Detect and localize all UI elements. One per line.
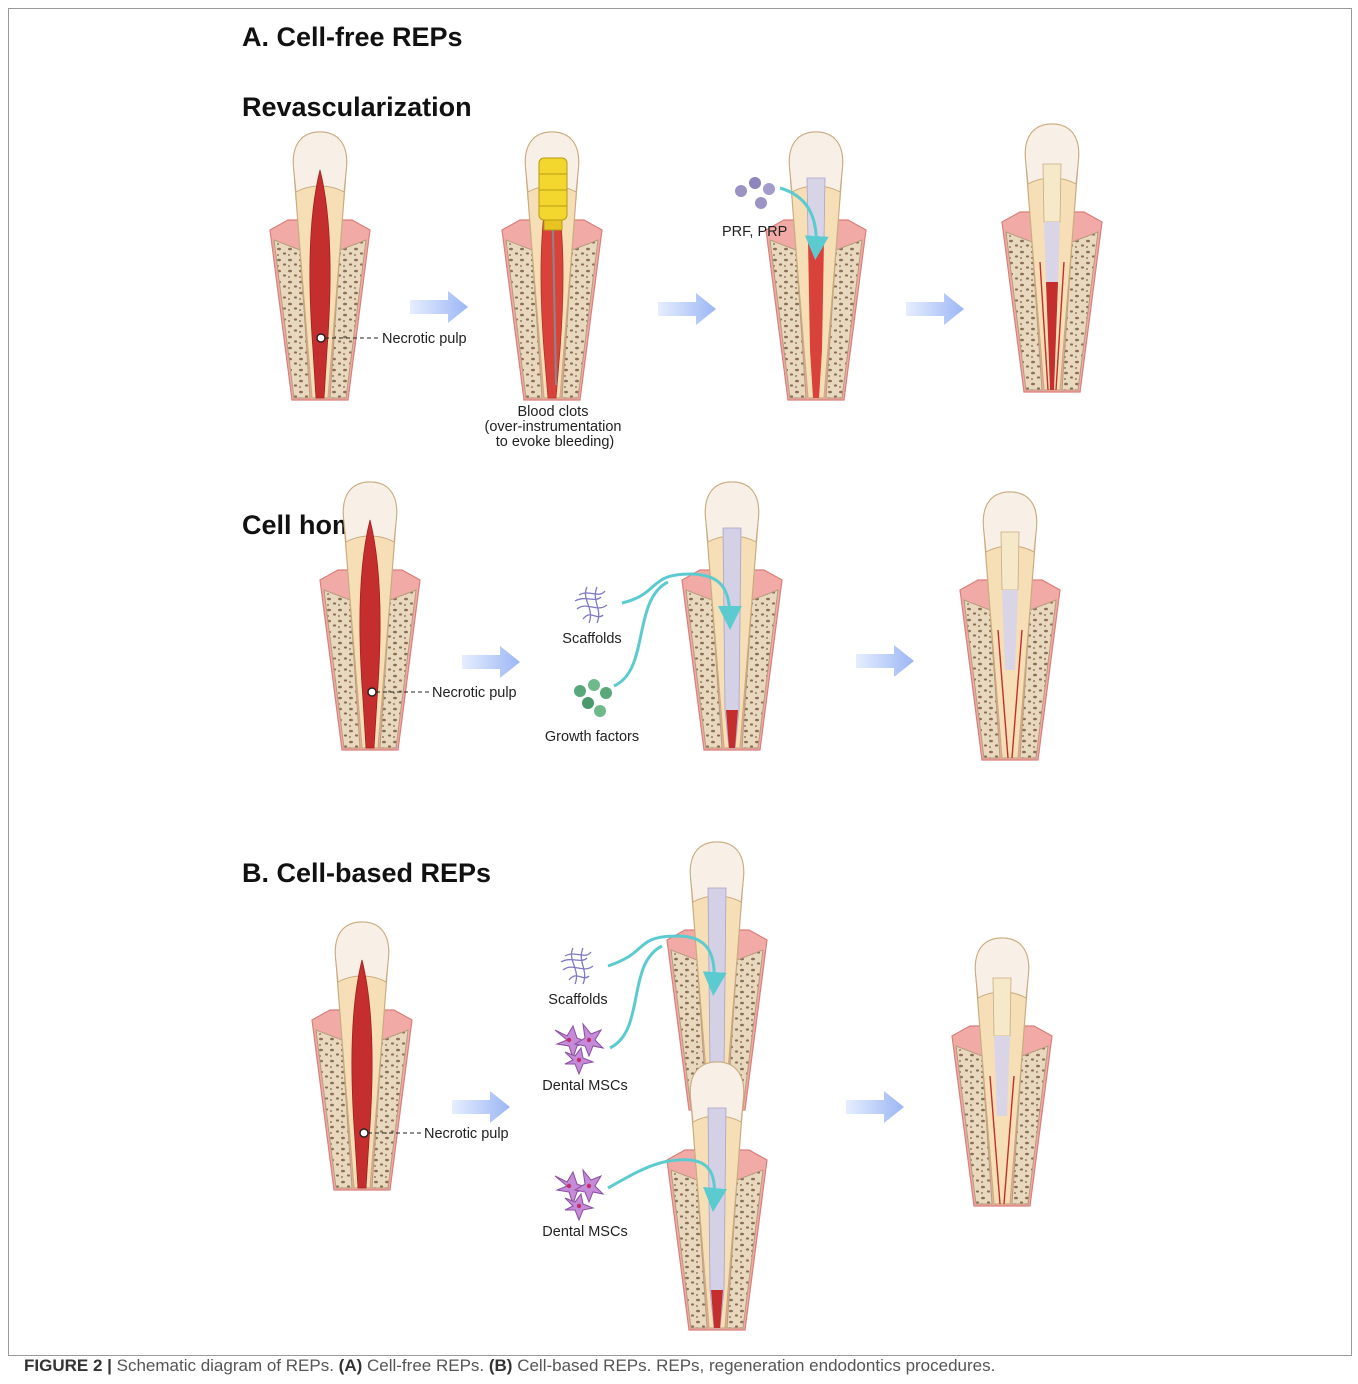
tooth-homing-scaffold <box>682 482 782 750</box>
caption-text: Cell-free REPs. <box>362 1356 489 1375</box>
step-arrow <box>856 645 914 677</box>
step-arrow <box>846 1091 904 1123</box>
step-arrow <box>452 1091 510 1123</box>
necrotic-pulp-label: Necrotic pulp <box>424 1126 509 1142</box>
caption-a-ref: (A) <box>339 1356 363 1375</box>
blood-clots-label: Blood clots (over-instrumentation to evo… <box>484 404 625 450</box>
tooth-necrotic-1 <box>270 132 370 400</box>
scaffolds-icon <box>575 587 607 623</box>
diagram: A. Cell-free REPs Revascularization Necr… <box>0 0 1358 1356</box>
step-arrow <box>462 646 520 678</box>
panel-b-title: B. Cell-based REPs <box>242 858 491 888</box>
tooth-prf <box>766 132 866 400</box>
panel-a-title: A. Cell-free REPs <box>242 22 463 52</box>
tooth-regenerated-b <box>960 492 1060 760</box>
scaffolds-label: Scaffolds <box>562 631 621 647</box>
prf-prp-icon <box>735 177 775 209</box>
step-arrow <box>658 293 716 325</box>
step-arrow <box>410 291 468 323</box>
necrotic-pulp-label: Necrotic pulp <box>432 685 517 701</box>
growth-factors-label: Growth factors <box>545 729 639 745</box>
necrotic-pulp-label: Necrotic pulp <box>382 331 467 347</box>
prf-prp-label: PRF, PRP <box>722 224 787 240</box>
figure-caption: FIGURE 2 | Schematic diagram of REPs. (A… <box>24 1356 995 1376</box>
scaffolds-label: Scaffolds <box>548 992 607 1008</box>
step-arrow <box>906 293 964 325</box>
tooth-regenerated-c <box>952 938 1052 1206</box>
teal-arrow <box>614 582 668 686</box>
dental-mscs-icon <box>555 1170 603 1220</box>
growth-factors-icon <box>574 679 612 717</box>
dental-mscs-label: Dental MSCs <box>542 1224 627 1240</box>
dental-mscs-label: Dental MSCs <box>542 1078 627 1094</box>
figure-number: FIGURE 2 | <box>24 1356 112 1375</box>
scaffolds-icon <box>561 948 593 984</box>
caption-text: Cell-based REPs. REPs, regeneration endo… <box>512 1356 995 1375</box>
tooth-necrotic-3 <box>312 922 412 1190</box>
revascularization-heading: Revascularization <box>242 92 472 122</box>
tooth-regenerated-a <box>1002 124 1102 392</box>
tooth-mscs-only <box>667 1062 767 1330</box>
caption-text: Schematic diagram of REPs. <box>112 1356 339 1375</box>
dental-mscs-icon <box>555 1024 603 1074</box>
caption-b-ref: (B) <box>489 1356 513 1375</box>
